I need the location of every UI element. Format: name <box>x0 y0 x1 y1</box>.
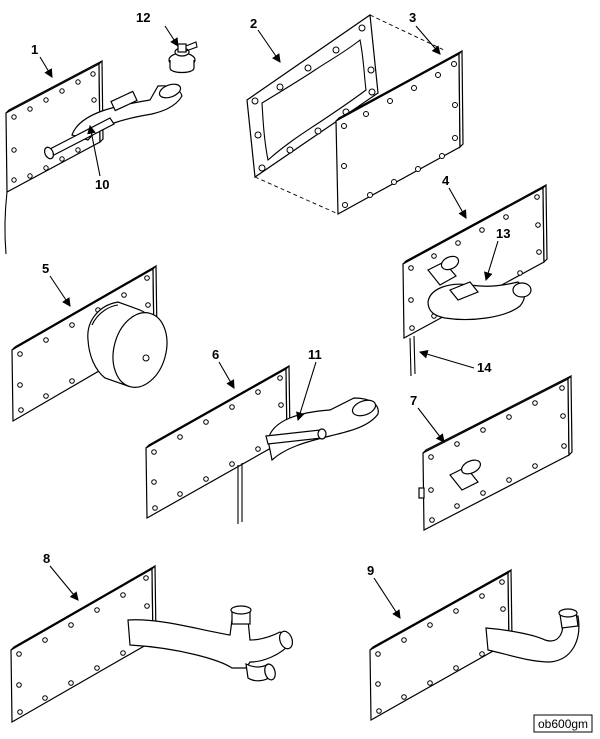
callout-11: 11 <box>308 347 322 362</box>
part-6-cover-with-tube <box>145 364 379 524</box>
part-1-cover-with-heater-tube <box>4 59 183 255</box>
callout-7: 7 <box>410 393 417 408</box>
callout-14: 14 <box>477 360 492 375</box>
part-8-cover-with-branched-tube <box>10 564 294 724</box>
part-3-blank-cover <box>335 49 464 216</box>
callout-3: 3 <box>409 10 416 25</box>
part-7-cover-with-short-tube <box>418 374 573 531</box>
part-2-gasket <box>246 13 445 214</box>
leader-lines <box>39 25 499 619</box>
part-5-cover-with-round-cap <box>11 264 168 423</box>
callout-5: 5 <box>42 261 49 276</box>
part-12-plug <box>168 41 198 74</box>
callout-8: 8 <box>43 551 50 566</box>
callout-1: 1 <box>31 42 38 57</box>
part-9-cover-with-j-tube <box>369 568 580 722</box>
callout-6: 6 <box>212 347 219 362</box>
callout-2: 2 <box>250 16 257 31</box>
figure-tag-text: ob600gm <box>538 717 588 731</box>
callout-4: 4 <box>442 173 450 188</box>
callout-12: 12 <box>136 10 150 25</box>
callout-9: 9 <box>367 563 374 578</box>
callout-10: 10 <box>95 177 109 192</box>
part-4-cover-with-dual-tube <box>402 183 548 377</box>
figure-tag: ob600gm <box>533 714 593 733</box>
callout-labels: 1 2 3 4 5 6 7 8 9 10 11 12 13 14 <box>31 10 510 578</box>
callout-13: 13 <box>496 226 510 241</box>
